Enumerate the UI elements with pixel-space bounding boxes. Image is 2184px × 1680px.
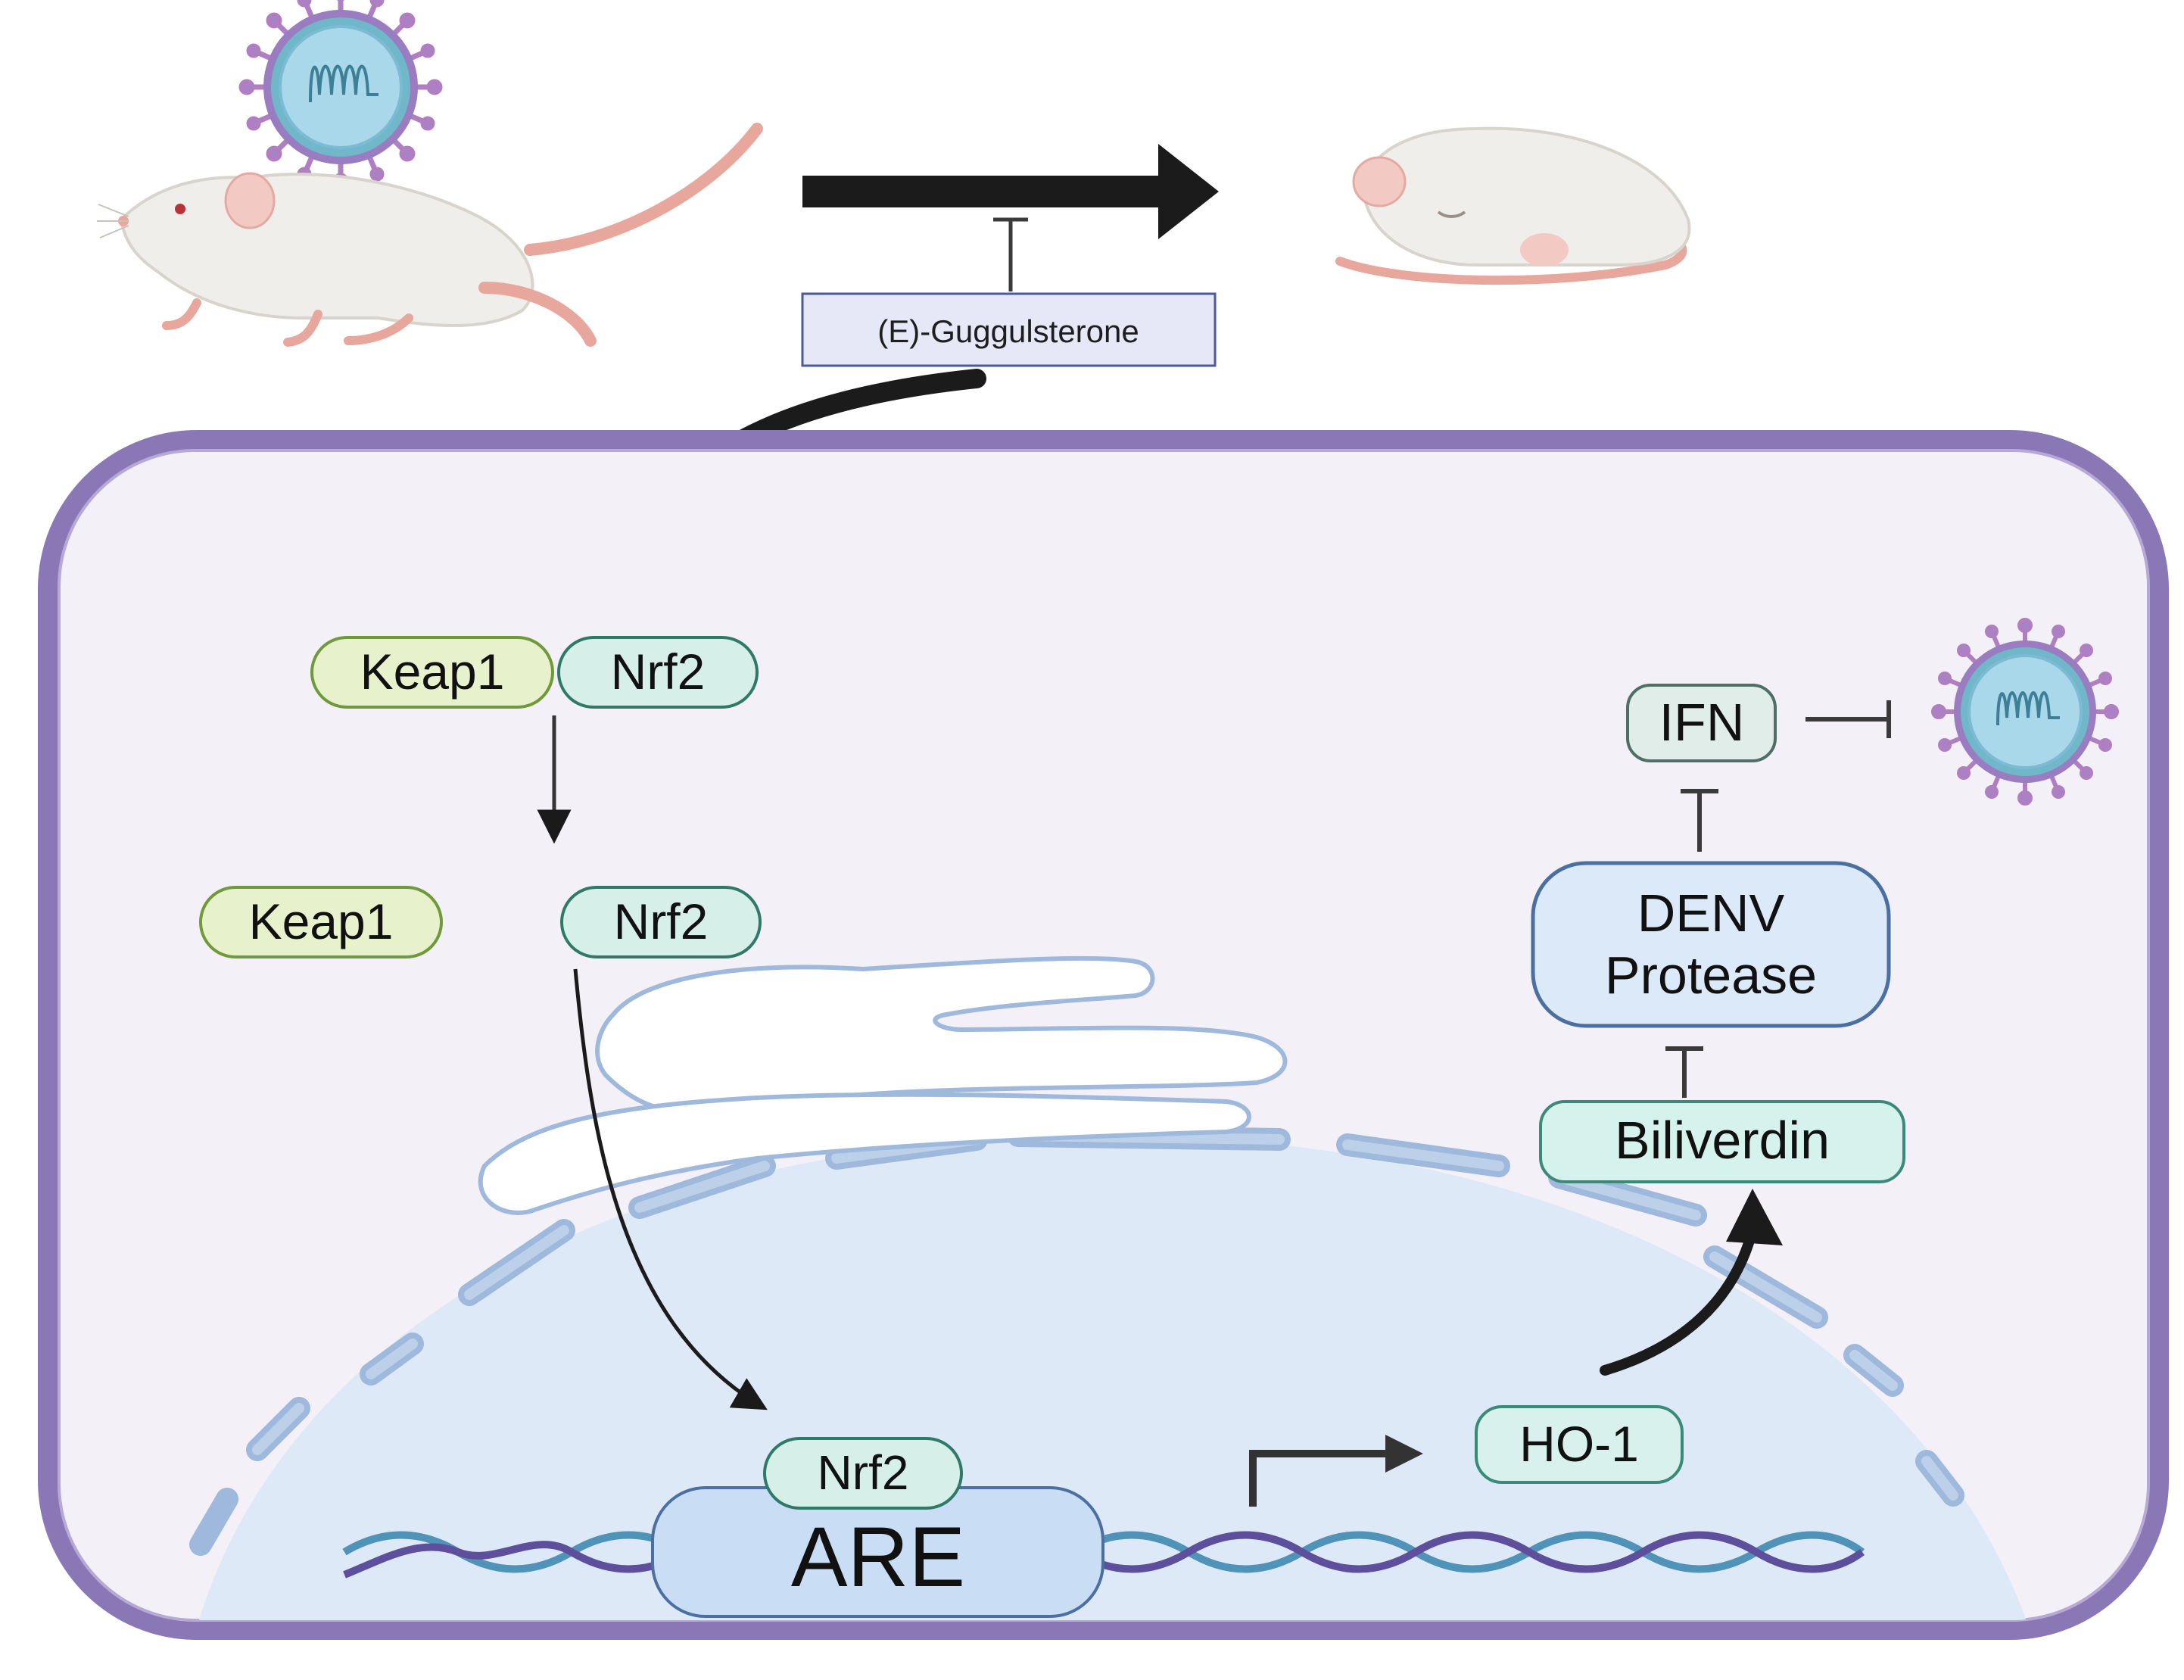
protease-line1: DENV [1637, 884, 1785, 943]
endoplasmic-reticulum [478, 955, 1288, 1215]
drug-label: (E)-Guggulsterone [877, 313, 1139, 349]
released-nrf2-label: Nrf2 [614, 893, 709, 949]
sick-mouse-icon [1335, 126, 1691, 285]
virus-icon [238, 0, 443, 189]
denv-protease-box: DENV Protease [1531, 861, 1891, 1028]
complex-keap1-label: Keap1 [360, 644, 505, 700]
biliverdin-inhibits-protease [1665, 1046, 1703, 1098]
are-label: ARE [791, 1510, 965, 1604]
nuclear-nrf2-pill: Nrf2 [763, 1437, 963, 1510]
nucleus [197, 1136, 2029, 1620]
ho1-label: HO-1 [1519, 1416, 1639, 1472]
transcription-start-arrow [1249, 1435, 1423, 1507]
healthy-mouse-icon [97, 123, 763, 347]
nuclear-nrf2-label: Nrf2 [818, 1445, 909, 1500]
cell: ARE Nrf2 HO-1 Biliverdin [38, 430, 2169, 1640]
biliverdin-label: Biliverdin [1615, 1111, 1830, 1170]
ifn-inhibits-virus [1805, 700, 1891, 738]
complex-nrf2-label: Nrf2 [611, 644, 706, 700]
dna-helix [342, 1531, 1865, 1579]
keap1-nrf2-complex: Keap1 Nrf2 [310, 636, 759, 709]
drug-label-box: (E)-Guggulsterone [801, 292, 1217, 367]
released-keap1-pill: Keap1 [199, 886, 443, 958]
biliverdin-pill: Biliverdin [1539, 1100, 1905, 1183]
drug-inhibition-bar [993, 217, 1028, 291]
protease-line2: Protease [1605, 946, 1817, 1005]
ho1-to-biliverdin-arrowhead [1726, 1189, 1783, 1245]
ho1-to-biliverdin-arrow [1600, 1225, 1758, 1376]
progression-arrow [802, 144, 1219, 239]
released-nrf2-pill: Nrf2 [560, 886, 762, 958]
ifn-pill: IFN [1626, 684, 1777, 762]
virus-icon-target [1931, 618, 2119, 806]
protease-inhibits-ifn [1681, 789, 1718, 852]
ho1-pill: HO-1 [1475, 1405, 1684, 1484]
nrf2-translocation-arrow [573, 968, 768, 1410]
released-keap1-label: Keap1 [249, 893, 394, 949]
ifn-label: IFN [1659, 693, 1745, 752]
